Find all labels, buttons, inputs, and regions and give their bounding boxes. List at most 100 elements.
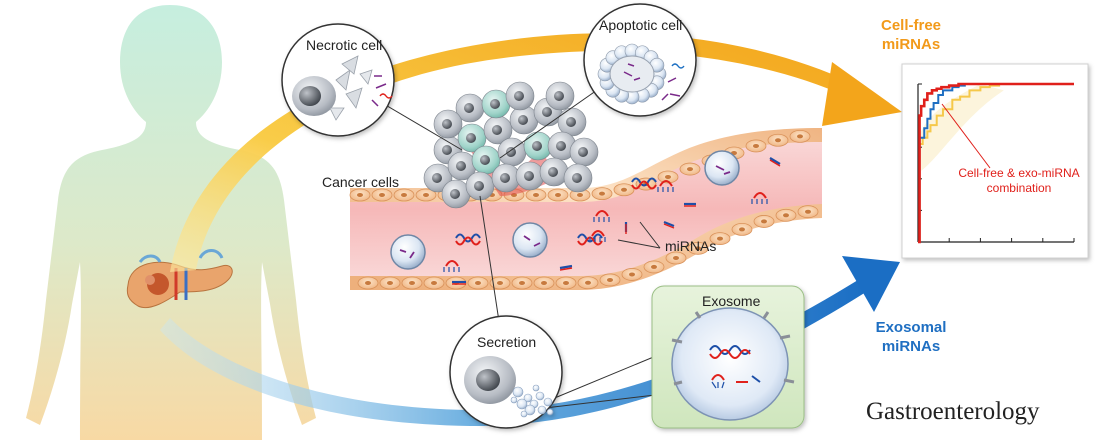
secreted-vesicle (537, 405, 547, 415)
endothelial-cell (731, 223, 753, 236)
human-body-silhouette (26, 5, 316, 440)
secreted-vesicle (512, 386, 524, 398)
mirna-hairpin (751, 192, 768, 204)
secreted-vesicle (523, 393, 533, 403)
cancer-cell (457, 123, 487, 153)
endothelial-cell (775, 208, 797, 222)
cancer-cell (433, 109, 463, 139)
cancer-cell (491, 163, 521, 193)
endothelial-cell (415, 188, 437, 202)
secreted-vesicle (543, 397, 553, 407)
mirna-hairpin (443, 260, 460, 272)
mirna-strands (443, 157, 781, 285)
pancreas-organ-icon (126, 249, 233, 308)
roc-chart-panel (901, 63, 1089, 259)
vesicle-in-vessel (390, 234, 426, 270)
vesicle-in-vessel (704, 150, 740, 186)
mirna-strand (684, 202, 696, 207)
cell-free-mirnas-label: Cell-free miRNAs (868, 16, 954, 54)
combination-label: Cell-free & exo-miRNA combination (954, 166, 1084, 196)
endothelial-cell (489, 276, 511, 290)
exosome-panel (651, 285, 805, 429)
secreted-vesicle (524, 404, 536, 416)
secreted-vesicle (510, 396, 518, 404)
endothelial-cell (621, 268, 643, 281)
secreted-vesicle (520, 410, 528, 418)
cancer-cell (569, 137, 599, 167)
endothelial-cell (745, 139, 767, 153)
endothelial-cell (657, 170, 679, 184)
secretion-label: Secretion (477, 334, 537, 350)
confidence-band (921, 84, 1004, 171)
cancer-cell (509, 105, 539, 135)
endothelial-cell (753, 215, 775, 228)
mirna-duplex (631, 177, 657, 190)
mirna-strand (452, 280, 466, 285)
mirnas-label: miRNAs (665, 238, 717, 254)
exosomal-label-line2: miRNAs (881, 338, 941, 355)
endothelial-cell (613, 183, 635, 197)
endothelial-cell (547, 188, 569, 202)
roc-chart (917, 82, 1075, 244)
secreted-vesicle (516, 398, 528, 410)
endothelial-cell (591, 187, 613, 201)
exosome-label: Exosome (702, 293, 761, 309)
endothelial-cell (555, 276, 577, 290)
apoptotic-cell-inset (583, 3, 697, 117)
cancer-cell (441, 179, 471, 209)
endothelial-cell (349, 188, 371, 202)
endothelial-cell (679, 162, 701, 176)
secreted-vesicle (532, 384, 540, 392)
cancer-cells-label: Cancer cells (322, 174, 400, 190)
endothelial-cell (467, 276, 489, 290)
cancer-cell (547, 131, 577, 161)
cancer-cell (465, 171, 495, 201)
roc-curve-combination (918, 82, 1074, 244)
vesicle-in-vessel (512, 222, 548, 258)
necrotic-cell-inset (281, 23, 395, 137)
endothelial-cell (599, 273, 621, 287)
mirna-strand (769, 157, 781, 167)
apoptotic-cell-label: Apoptotic cell (599, 17, 683, 33)
secreted-vesicle (535, 391, 545, 401)
exosomal-mirnas-label: Exosomal miRNAs (866, 318, 956, 356)
cell-free-label-line1: Cell-free (880, 17, 942, 34)
endothelial-cell (687, 241, 709, 255)
cancer-cell (545, 81, 575, 111)
endothelial-cell (767, 133, 789, 147)
endothelial-cell (533, 276, 555, 290)
combination-label-line1: Cell-free & exo-miRNA (958, 166, 1080, 180)
endothelial-cell (665, 251, 687, 265)
endothelial-cell (525, 188, 547, 202)
endothelial-cell (393, 188, 415, 202)
secreted-vesicle (546, 408, 554, 416)
endothelial-cell (643, 260, 665, 274)
cancer-cell (505, 81, 535, 111)
cancer-cell (483, 115, 513, 145)
endothelial-cells-bottom (357, 205, 819, 290)
mirna-duplex (455, 233, 481, 246)
cancer-cell (539, 157, 569, 187)
endothelial-cell (789, 129, 811, 143)
cancer-cell (563, 163, 593, 193)
mirna-hairpin (589, 230, 606, 242)
mirna-strand (559, 264, 573, 271)
secretion-inset (449, 315, 563, 429)
endothelial-cell (357, 276, 379, 290)
mirna-strand (663, 220, 675, 229)
cell-free-label-line2: miRNAs (881, 36, 941, 53)
endothelial-cell (797, 205, 819, 219)
mirna-hairpin (593, 210, 610, 222)
endothelial-cell (371, 188, 393, 202)
combination-label-line2: combination (986, 181, 1052, 195)
tumor-cluster (423, 81, 599, 209)
necrotic-cell-label: Necrotic cell (306, 37, 383, 53)
cancer-cell (471, 145, 501, 175)
cancer-cell (481, 89, 511, 119)
cancer-cell (515, 161, 545, 191)
journal-name: Gastroenterology (866, 398, 1040, 425)
endothelial-cell (423, 276, 445, 290)
endothelial-cell (379, 276, 401, 290)
combination-pointer (941, 103, 991, 169)
